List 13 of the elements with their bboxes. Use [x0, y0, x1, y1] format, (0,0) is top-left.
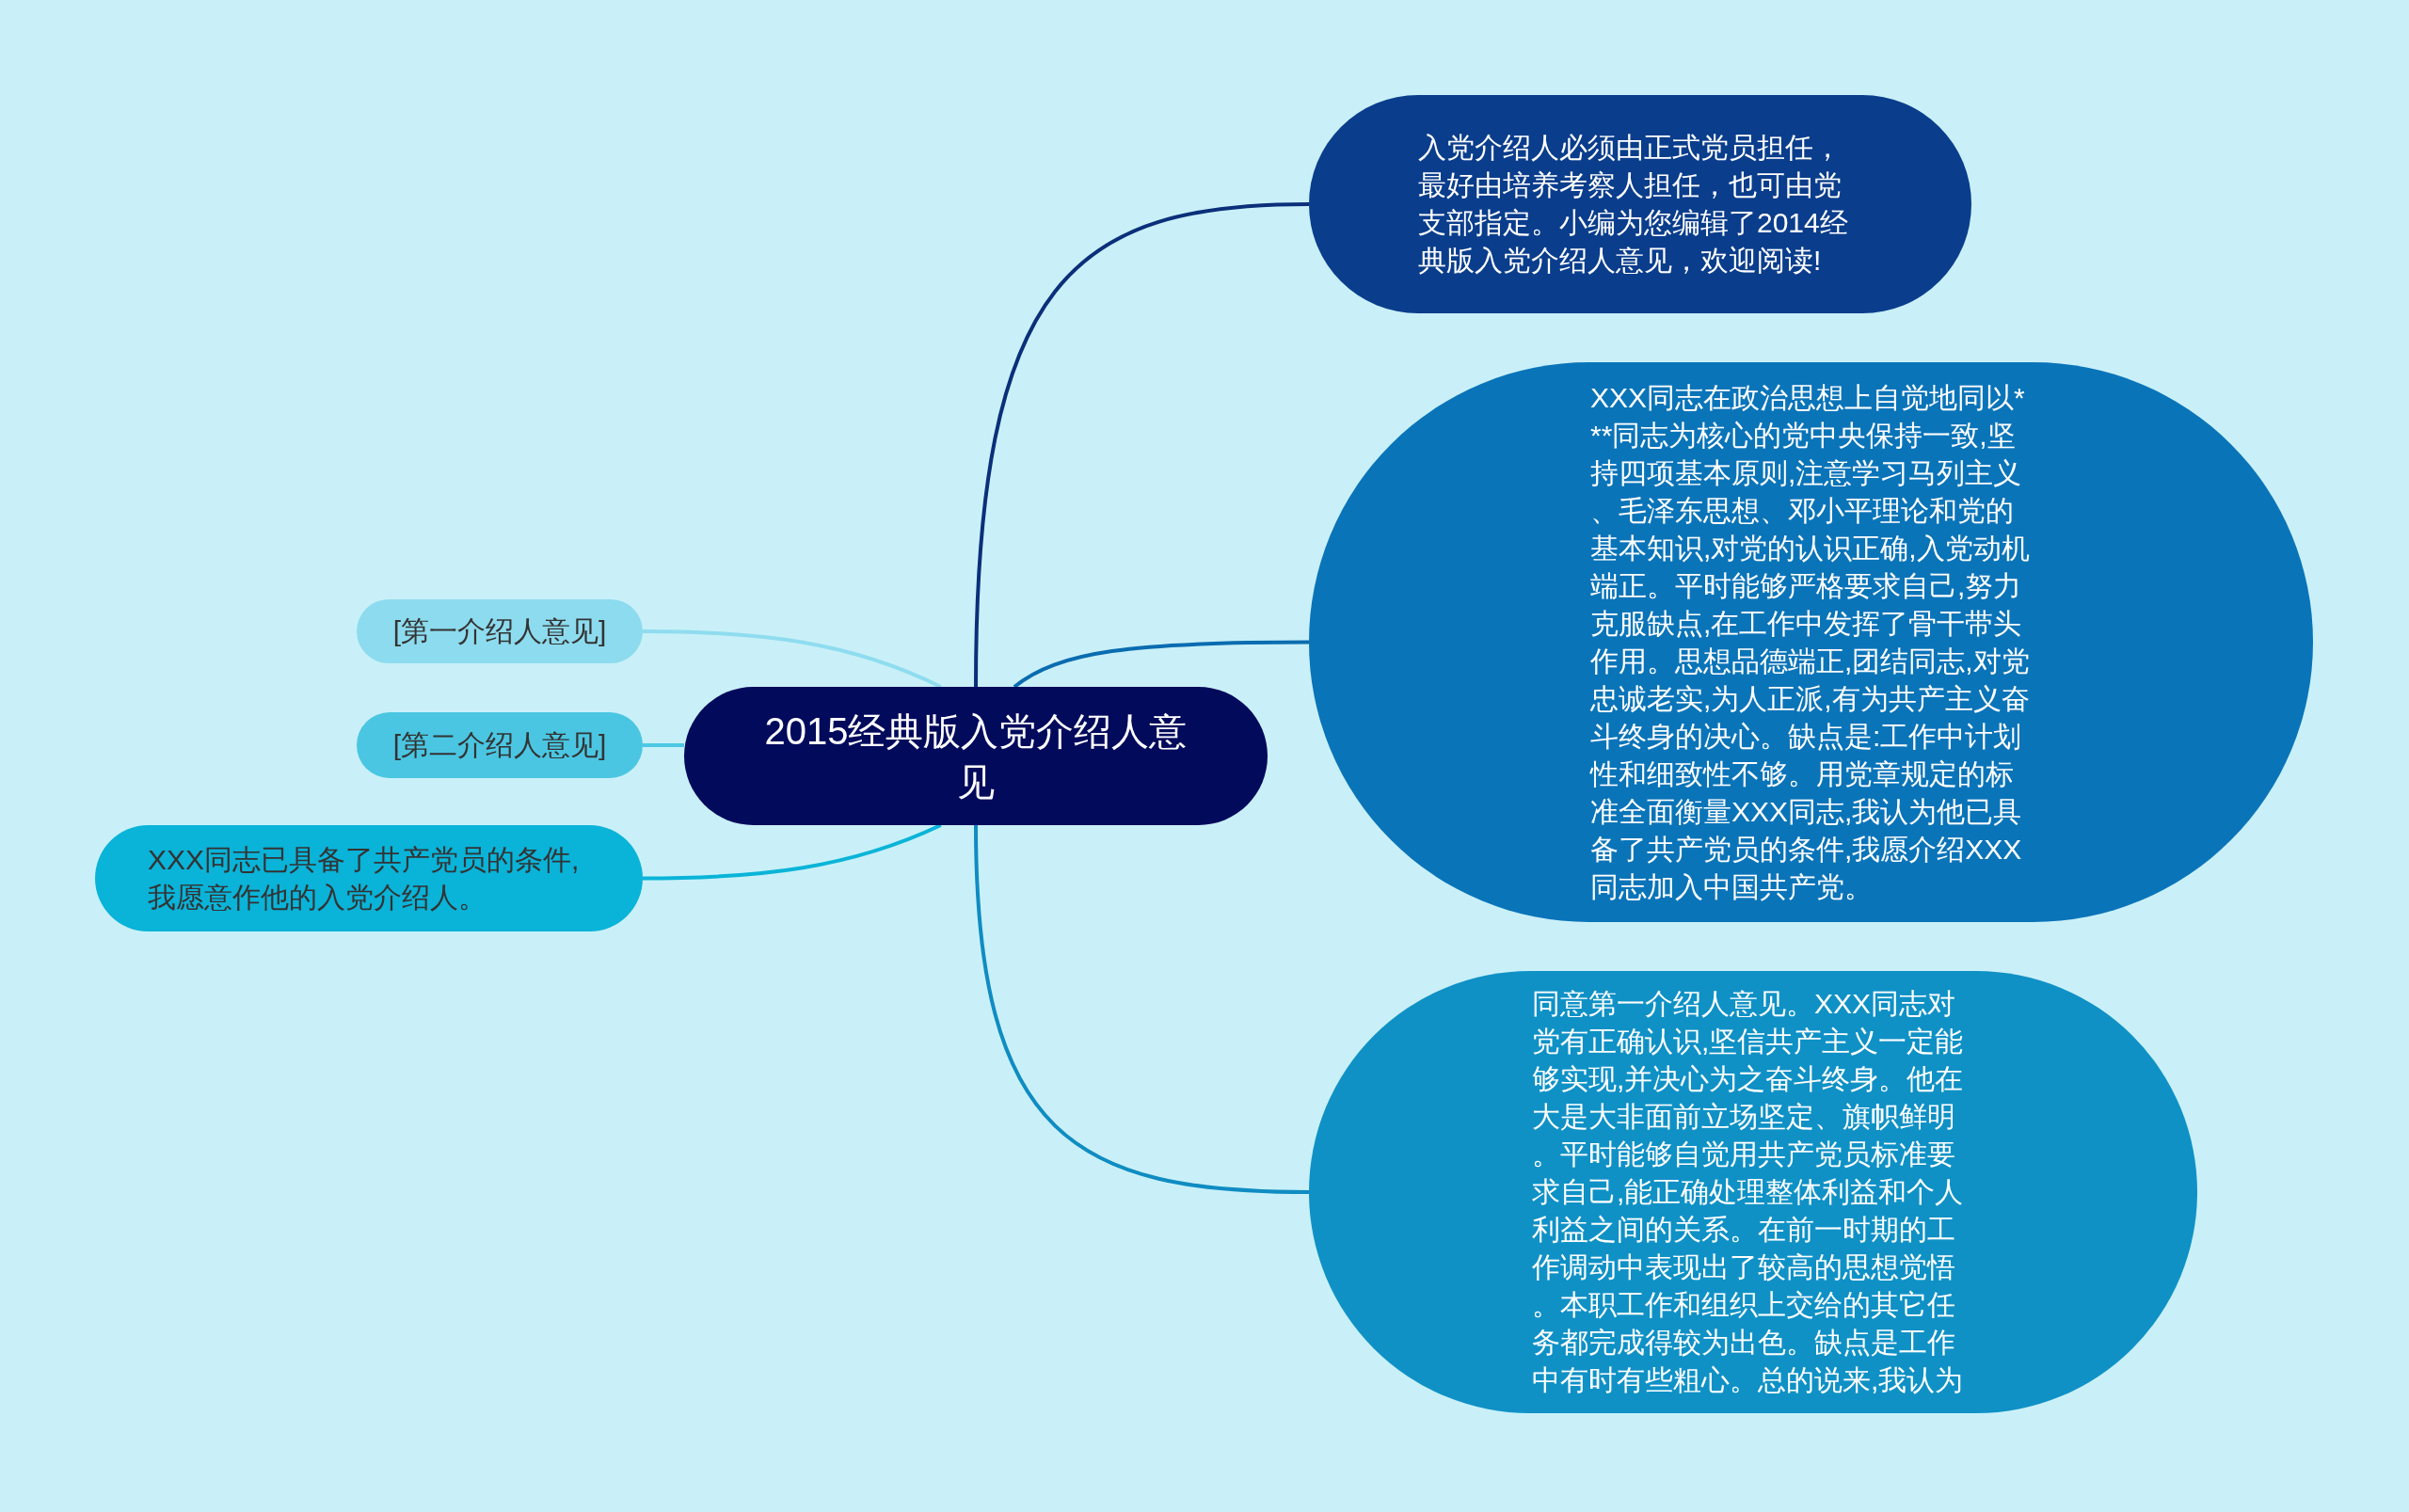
topic-text: 2015经典版入党介绍人意见	[763, 708, 1189, 804]
topic-text: XXX同志已具备了共产党员的条件,我愿意作他的入党介绍人。	[148, 842, 581, 915]
connector-line	[974, 824, 1310, 1194]
connector-line	[643, 743, 684, 747]
connector-line	[1013, 640, 1309, 689]
connector-line	[643, 823, 942, 881]
topic-text: XXX同志在政治思想上自觉地同以***同志为核心的党中央保持一致,坚持四项基本原则,注意学习马列主义、毛泽东思想、邓小平理论和党的基本知识,对党的认识正确,入党动机端正。平时能够严格要求自己,努力克服缺点,在工作中发挥了骨干带头作用。思想品德端正,团结同志,对党忠诚老实,为人正派,有为共产主义奋斗终身的决心。缺点是:工作中计划性和细致性不够。用党章规定的标准全面衡量XXX同志,我认为他已具备了共产党员的条件,我愿介绍XXX同志加入中国共产党。	[1590, 380, 2031, 904]
connector-line	[974, 202, 1310, 688]
topic-text: 入党介绍人必须由正式党员担任，最好由培养考察人担任，也可由党支部指定。小编为您编辑了2014经典版入党介绍人意见，欢迎阅读!	[1418, 131, 1849, 278]
topic-text: [第一介绍人意见]	[392, 614, 607, 648]
topic-text: [第二介绍人意见]	[392, 728, 607, 762]
topic-text: 同意第一介绍人意见。XXX同志对党有正确认识,坚信共产主义一定能够实现,并决心为之奋斗终身。他在大是大非面前立场坚定、旗帜鲜明。平时能够自觉用共产党员标准要求自己,能正确处理整体利益和个人利益之间的关系。在前一时期的工作调动中表现出了较高的思想觉悟。本职工作和组织上交给的其它任务都完成得较为出色。缺点是工作中有时有些粗心。总的说来,我认为	[1532, 987, 1965, 1397]
connector-line	[643, 629, 942, 689]
